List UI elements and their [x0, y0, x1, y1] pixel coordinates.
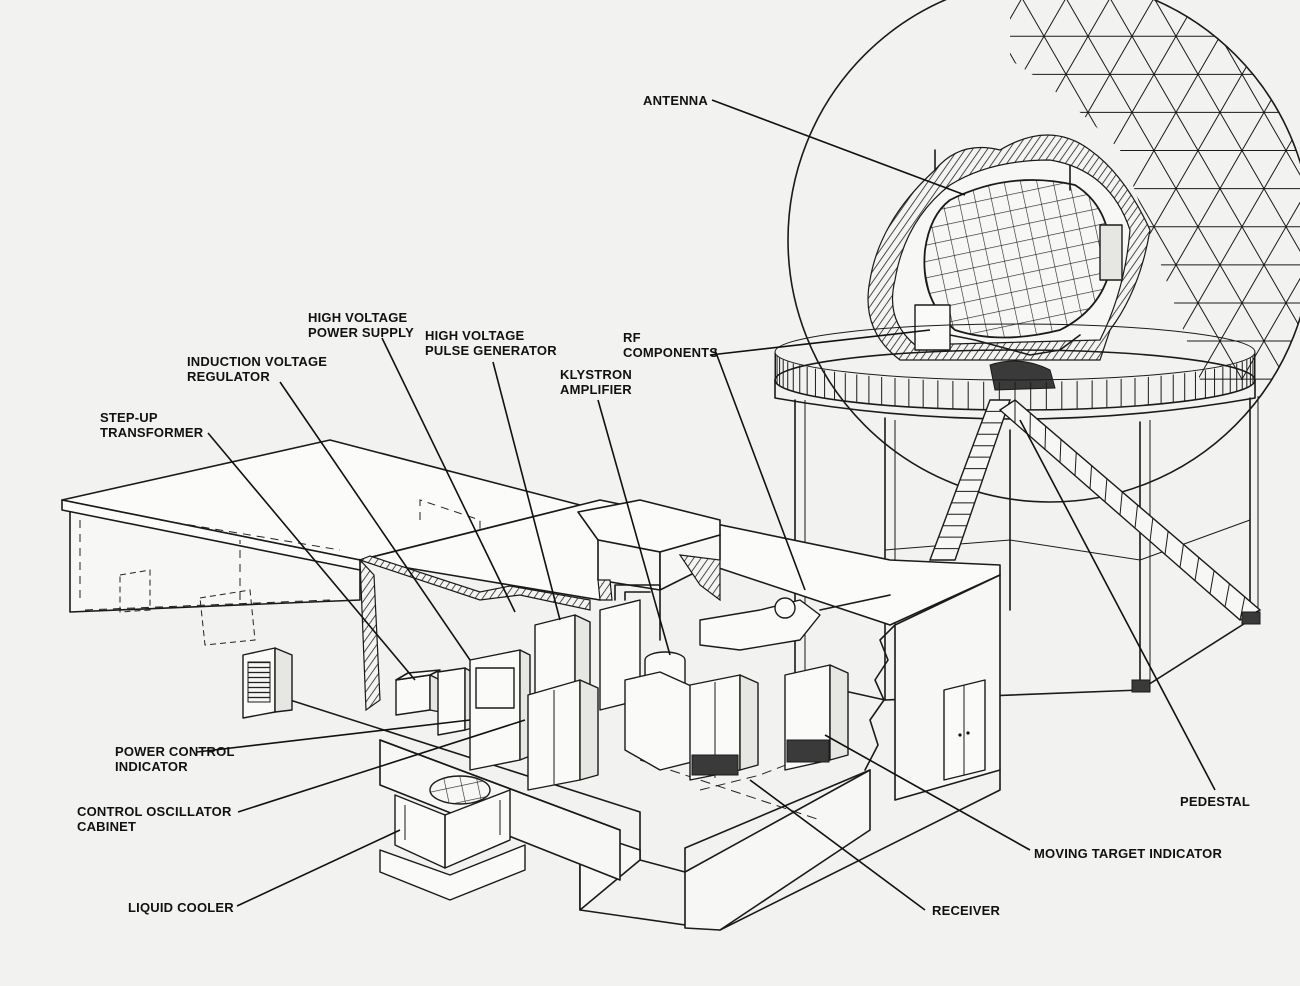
leader-lines — [196, 99, 1216, 911]
label-step-up-transformer: STEP-UP TRANSFORMER — [100, 410, 204, 440]
label-liquid-cooler: LIQUID COOLER — [128, 900, 234, 915]
label-moving-target-indicator: MOVING TARGET INDICATOR — [1034, 846, 1223, 861]
label-klystron-amplifier: KLYSTRON AMPLIFIER — [560, 367, 632, 397]
label-induction-voltage-regulator: INDUCTION VOLTAGE REGULATOR — [187, 354, 328, 384]
label-power-control-indicator: POWER CONTROL INDICATOR — [115, 744, 235, 774]
label-receiver: RECEIVER — [932, 903, 1001, 918]
exterior-equipment — [242, 647, 526, 901]
label-pedestal: PEDESTAL — [1180, 794, 1250, 809]
label-high-voltage-pulse-generator: HIGH VOLTAGE PULSE GENERATOR — [425, 328, 557, 358]
label-antenna: ANTENNA — [643, 93, 708, 108]
antenna-dish — [914, 149, 1123, 391]
label-control-oscillator-cabinet: CONTROL OSCILLATOR CABINET — [77, 804, 232, 834]
equipment-building — [61, 439, 1001, 931]
label-high-voltage-power-supply: HIGH VOLTAGE POWER SUPPLY — [308, 310, 414, 340]
interior-equipment — [395, 584, 891, 791]
radar-tower — [774, 323, 1262, 701]
label-rf-components: RF COMPONENTS — [623, 330, 719, 360]
